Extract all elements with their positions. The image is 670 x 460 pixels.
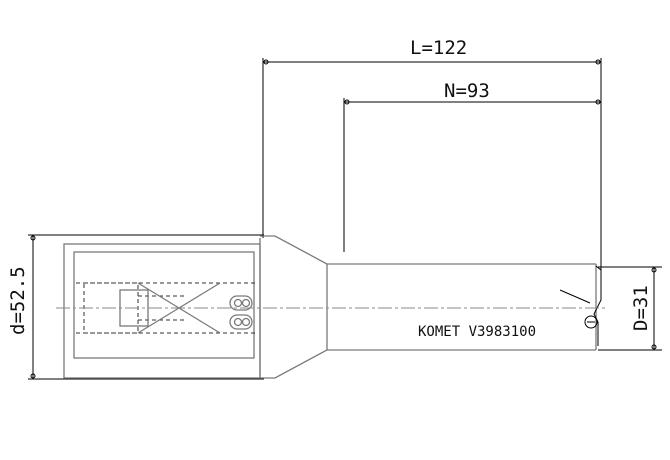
tool-marking: KOMET V3983100: [418, 324, 536, 340]
arrow-mark: [651, 267, 657, 273]
dimension-overall-length: L=122: [262, 37, 602, 270]
insert-screw-icon: [584, 315, 598, 329]
arrow-mark: [595, 99, 601, 105]
overall-length-label: L=122: [410, 37, 467, 59]
cone-transition: [260, 235, 328, 379]
bore-dot: [241, 298, 251, 308]
bore-upper-icon: [229, 295, 253, 311]
shank-inner-outline: [73, 251, 255, 359]
bore-lower-icon: [229, 314, 253, 330]
dimension-shank-diameter: d=52.5: [7, 234, 264, 380]
cutting-diameter-label: D=31: [630, 285, 652, 331]
arrow-mark: [30, 373, 36, 379]
arrow-mark: [30, 235, 36, 241]
arrow-mark: [344, 99, 350, 105]
cutting-head-edge: [593, 265, 602, 346]
bore-dot: [241, 317, 251, 327]
arrow-mark: [651, 344, 657, 350]
shank-diameter-label: d=52.5: [7, 266, 29, 335]
chip-flute-line: [559, 289, 591, 304]
bore-dot: [233, 317, 243, 327]
bore-dot: [233, 298, 243, 308]
neck-length-label: N=93: [444, 80, 490, 102]
tool-body: [63, 235, 602, 379]
arrow-mark: [263, 59, 269, 65]
dimension-neck-length: N=93: [343, 80, 601, 252]
dimension-cutting-diameter: D=31: [598, 266, 662, 351]
arrow-mark: [595, 59, 601, 65]
